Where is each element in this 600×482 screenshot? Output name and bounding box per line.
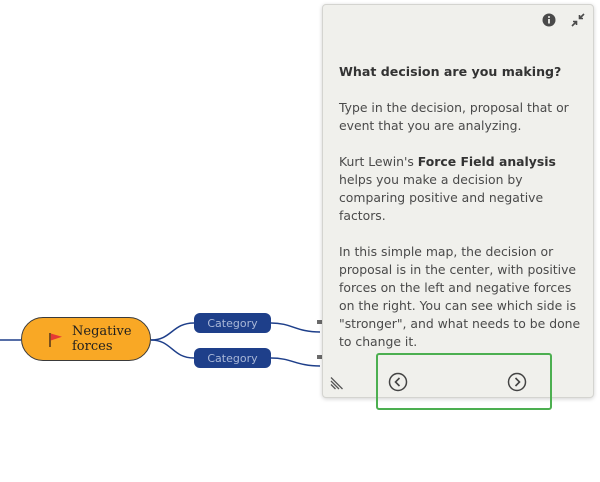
- category-node-2[interactable]: Category: [194, 348, 271, 368]
- paragraph-2-intro: Kurt Lewin's: [339, 154, 418, 169]
- category-node-1[interactable]: Category: [194, 313, 271, 333]
- hidden-node-stub: [317, 320, 323, 324]
- previous-button[interactable]: [388, 372, 408, 392]
- collapse-button[interactable]: [570, 12, 586, 28]
- panel-paragraph-3: In this simple map, the decision or prop…: [339, 244, 581, 349]
- red-flag-icon: [49, 333, 62, 347]
- chevron-left-circle-icon: [388, 372, 408, 392]
- node-label: Negative forces: [72, 324, 132, 354]
- force-field-analysis-term: Force Field analysis: [417, 154, 556, 169]
- info-button[interactable]: [541, 12, 557, 28]
- connector-category-1-out: [270, 322, 321, 333]
- panel-content: What decision are you making? Type in th…: [339, 63, 587, 369]
- resize-handle-icon[interactable]: [330, 376, 344, 390]
- navigation-highlight: [376, 353, 552, 410]
- panel-title: What decision are you making?: [339, 64, 562, 79]
- chevron-right-circle-icon: [507, 372, 527, 392]
- connector-category-2: [150, 339, 195, 359]
- next-button[interactable]: [507, 372, 527, 392]
- panel-paragraph-1: Type in the decision, proposal that or e…: [339, 100, 569, 133]
- negative-forces-node[interactable]: Negative forces: [21, 317, 151, 361]
- collapse-icon: [571, 13, 585, 27]
- connector-category-1: [150, 322, 195, 341]
- info-icon: [542, 13, 556, 27]
- help-panel: What decision are you making? Type in th…: [322, 4, 594, 410]
- paragraph-2-rest: helps you make a decision by comparing p…: [339, 172, 544, 223]
- hidden-node-stub: [317, 355, 323, 359]
- panel-paragraph-2: Kurt Lewin's Force Field analysis helps …: [339, 153, 587, 225]
- connector-category-2-out: [270, 357, 321, 367]
